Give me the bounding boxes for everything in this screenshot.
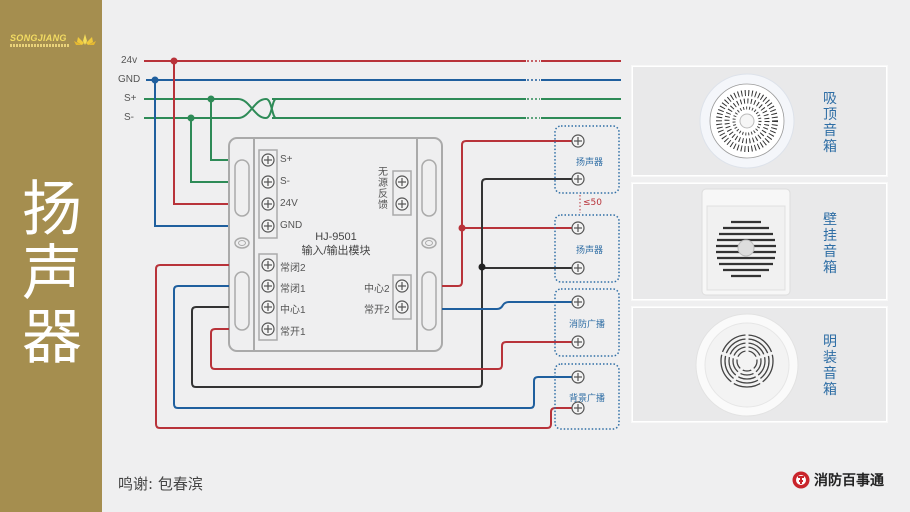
bus-label-24v: 24v <box>121 55 138 66</box>
terminal-label-s-minus: S- <box>280 176 290 187</box>
surface-speaker-image <box>695 313 799 417</box>
output-box-label: 消防广播 <box>569 320 606 330</box>
terminal-label-gnd: GND <box>280 220 303 231</box>
terminal-label-nc1: 常闭1 <box>280 284 306 295</box>
bus-label-s-minus: S- <box>124 112 134 123</box>
bus-label-s-plus: S+ <box>124 93 137 104</box>
background-broadcast-screw-top <box>571 370 585 384</box>
output-box-speaker-1 <box>554 125 620 194</box>
ceiling-speaker-image <box>699 73 795 169</box>
terminal-screw-nc2 <box>261 258 275 272</box>
speaker-name-surface: 明装音箱 <box>823 334 837 398</box>
terminal-screw-nc1 <box>261 279 275 293</box>
passive-feedback-label: 无源反馈 <box>378 167 388 211</box>
distance-note: ≤50 <box>583 198 602 208</box>
terminal-screw-24v <box>261 197 275 211</box>
module-model: HJ-9501 <box>315 231 357 243</box>
terminal-screw-s-minus <box>261 175 275 189</box>
speaker-panel-ceiling: 吸顶音箱 <box>632 66 887 176</box>
output-box-label: 背景广播 <box>569 394 606 404</box>
gnd-drop-wire <box>154 80 262 227</box>
fire-brand-icon <box>792 471 810 489</box>
speaker-2-screw-top <box>571 221 585 235</box>
speaker-1-screw-bottom <box>571 172 585 186</box>
nc2-output-wire <box>155 264 578 429</box>
logo-subtitle <box>10 44 70 47</box>
terminal-screw-com1 <box>261 300 275 314</box>
terminal-label-no1: 常开1 <box>280 327 306 338</box>
output-box-fire-broadcast <box>554 288 620 357</box>
speaker-name-wall: 壁挂音箱 <box>823 212 837 276</box>
terminal-screw-no1 <box>261 322 275 336</box>
terminal-screw-s-plus <box>261 153 275 167</box>
page-title: 扬声器 <box>22 175 82 373</box>
nc1-output-wire <box>173 285 578 409</box>
terminal-label-com2: 中心2 <box>364 284 390 295</box>
speaker-2-screw-bottom <box>571 261 585 275</box>
terminal-label-no2: 常开2 <box>364 305 390 316</box>
bus-s-minus-wire <box>144 97 621 119</box>
wall-speaker-image <box>701 188 791 296</box>
junction-dot <box>458 224 466 232</box>
output-box-label: 扬声器 <box>576 246 604 256</box>
terminal-screw-feedback-2 <box>395 197 409 211</box>
bus-label-gnd: GND <box>118 74 141 85</box>
module-name: 输入/输出模块 <box>301 245 371 257</box>
terminal-screw-feedback-1 <box>395 175 409 189</box>
terminal-screw-com2 <box>395 279 409 293</box>
speaker-1-screw-top <box>571 134 585 148</box>
io-module-body <box>228 137 443 352</box>
com1-output-wire <box>191 268 483 388</box>
credit-text: 鸣谢: 包春滨 <box>118 475 203 493</box>
output-box-background-broadcast <box>554 363 620 430</box>
terminal-label-com1: 中心1 <box>280 305 306 316</box>
terminal-label-nc2: 常闭2 <box>280 263 306 274</box>
com2-output-wire <box>442 140 578 287</box>
logo-text: SONGJIANG <box>10 33 67 43</box>
module-title: HJ-9501 输入/输出模块 <box>296 230 376 258</box>
terminal-label-24v: 24V <box>280 198 298 209</box>
brand-name: 消防百事通 <box>814 473 884 489</box>
output-box-speaker-2 <box>554 214 620 283</box>
songjiang-logo: SONGJIANG <box>10 33 96 53</box>
junction-dot <box>478 263 486 271</box>
no1-output-wire <box>210 328 578 370</box>
sidebar: SONGJIANG 扬声器 <box>0 0 102 512</box>
junction-dot <box>187 114 195 122</box>
fire-broadcast-screw-top <box>571 295 585 309</box>
junction-dot <box>151 76 159 84</box>
speaker-name-ceiling: 吸顶音箱 <box>823 91 837 155</box>
terminal-label-s-plus: S+ <box>280 154 293 165</box>
speaker-panel-surface: 明装音箱 <box>632 307 887 422</box>
terminal-screw-gnd <box>261 219 275 233</box>
lotus-crown-icon <box>74 34 96 45</box>
brand-logo: 消防百事通 <box>792 470 884 490</box>
bus-s-plus-wire <box>144 98 621 120</box>
com1-speaker-wire <box>481 178 578 268</box>
no2-output-wire <box>442 301 578 310</box>
fire-broadcast-screw-bottom <box>571 335 585 349</box>
output-box-label: 扬声器 <box>576 158 604 168</box>
junction-dot <box>170 57 178 65</box>
speaker-panel-wall: 壁挂音箱 <box>632 183 887 300</box>
junction-dot <box>207 95 215 103</box>
terminal-screw-no2 <box>395 300 409 314</box>
